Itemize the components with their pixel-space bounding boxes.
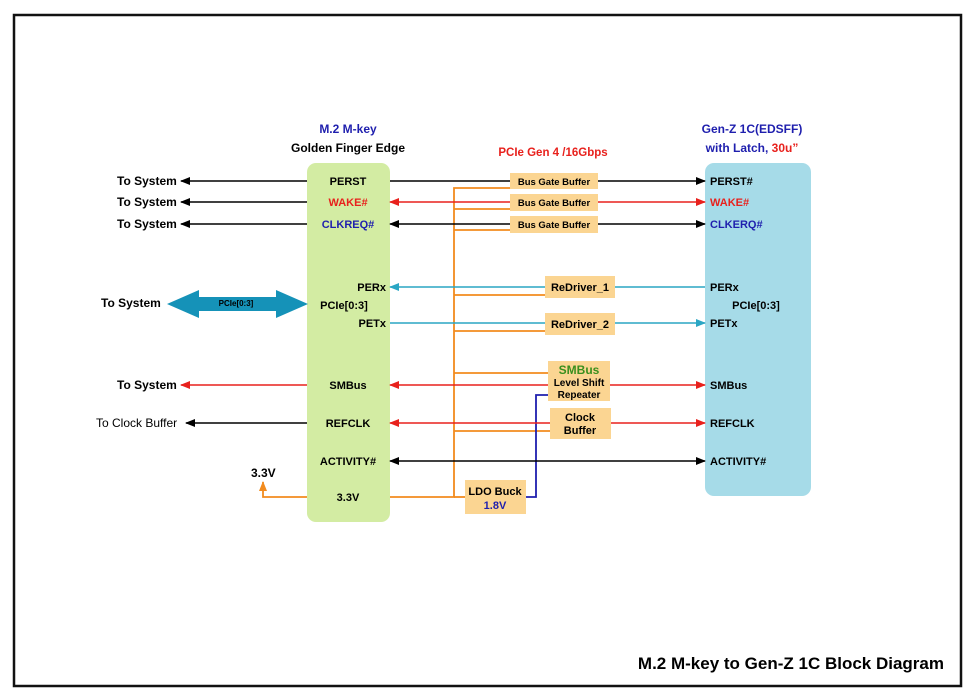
genz-pin-activity: ACTIVITY# bbox=[710, 456, 766, 468]
power-bus bbox=[259, 187, 550, 498]
pcie-gen-label: PCIe Gen 4 /16Gbps bbox=[498, 147, 607, 159]
genz-1c-block bbox=[705, 163, 811, 496]
system-label-perst: To System bbox=[117, 174, 177, 188]
m2-pin-smbus: SMBus bbox=[329, 380, 366, 392]
redriver-1-label: ReDriver_1 bbox=[551, 282, 609, 294]
genz-pin-wake: WAKE# bbox=[710, 197, 749, 209]
system-label-refclk: To Clock Buffer bbox=[96, 416, 177, 430]
m2-pin-clkreq: CLKREQ# bbox=[322, 219, 375, 231]
bus-gate-buffer-1-label: Bus Gate Buffer bbox=[518, 177, 591, 188]
clock-buffer-line1: Clock bbox=[565, 412, 596, 424]
smbus-repeater-line3: Repeater bbox=[558, 390, 601, 401]
genz-pin-clkreq: CLKERQ# bbox=[710, 219, 763, 231]
bus-gate-buffer-3-label: Bus Gate Buffer bbox=[518, 220, 591, 231]
ldo-buck-box bbox=[465, 480, 526, 514]
signal-lines bbox=[180, 177, 706, 465]
bus-gate-buffer-3 bbox=[510, 216, 598, 233]
genz-header-plating: 30u” bbox=[772, 141, 799, 155]
redriver-1-box bbox=[545, 276, 615, 298]
genz-pin-petx: PETx bbox=[710, 318, 738, 330]
m2-pin-3v3: 3.3V bbox=[337, 492, 360, 504]
genz-pin-pcie: PCIe[0:3] bbox=[732, 300, 780, 312]
pcie-arrow-label: PCIe[0:3] bbox=[219, 299, 254, 308]
m2-pin-pcie: PCIe[0:3] bbox=[320, 300, 368, 312]
system-label-clkreq: To System bbox=[117, 217, 177, 231]
system-label-smbus: To System bbox=[117, 378, 177, 392]
pcie-system-arrow bbox=[167, 290, 308, 318]
m2-pin-petx: PETx bbox=[358, 318, 386, 330]
diagram-title: M.2 M-key to Gen-Z 1C Block Diagram bbox=[638, 654, 944, 673]
system-label-wake: To System bbox=[117, 195, 177, 209]
bus-gate-buffer-1 bbox=[510, 173, 598, 189]
power-trunk bbox=[390, 187, 510, 498]
system-label-3v3: 3.3V bbox=[251, 466, 276, 480]
components bbox=[465, 173, 615, 514]
smbus-repeater-box bbox=[548, 361, 610, 401]
m2-pin-wake: WAKE# bbox=[328, 197, 367, 209]
smbus-repeater-line2: Level Shift bbox=[554, 378, 605, 389]
bus-gate-buffer-2 bbox=[510, 194, 598, 211]
genz-pin-refclk: REFCLK bbox=[710, 418, 755, 430]
genz-header-line2: with Latch, 30u” bbox=[705, 141, 799, 155]
redriver-2-box bbox=[545, 313, 615, 335]
system-label-pcie: To System bbox=[101, 296, 161, 310]
smbus-repeater-title: SMBus bbox=[559, 363, 600, 377]
redriver-2-label: ReDriver_2 bbox=[551, 319, 609, 331]
m2-pin-refclk: REFCLK bbox=[326, 418, 371, 430]
genz-pin-smbus: SMBus bbox=[710, 380, 747, 392]
genz-pin-perst: PERST# bbox=[710, 176, 753, 188]
clock-buffer-box bbox=[550, 408, 611, 439]
genz-header-line1: Gen-Z 1C(EDSFF) bbox=[702, 122, 803, 136]
ldo-buck-line1: LDO Buck bbox=[468, 486, 522, 498]
m2-pin-perx: PERx bbox=[357, 282, 387, 294]
bus-gate-buffer-2-label: Bus Gate Buffer bbox=[518, 198, 591, 209]
page-frame bbox=[12, 13, 963, 688]
ldo-1v8-feed bbox=[526, 394, 548, 498]
m2-golden-finger-block bbox=[307, 163, 390, 522]
power-3v3-out bbox=[259, 481, 307, 498]
genz-header-latch: with Latch, bbox=[705, 141, 772, 155]
m2-header-line2: Golden Finger Edge bbox=[291, 141, 405, 155]
ldo-buck-line2: 1.8V bbox=[484, 500, 507, 512]
m2-pin-perst: PERST bbox=[330, 176, 367, 188]
m2-pin-activity: ACTIVITY# bbox=[320, 456, 376, 468]
clock-buffer-line2: Buffer bbox=[564, 425, 597, 437]
genz-pin-perx: PERx bbox=[710, 282, 740, 294]
m2-header-line1: M.2 M-key bbox=[319, 122, 377, 136]
